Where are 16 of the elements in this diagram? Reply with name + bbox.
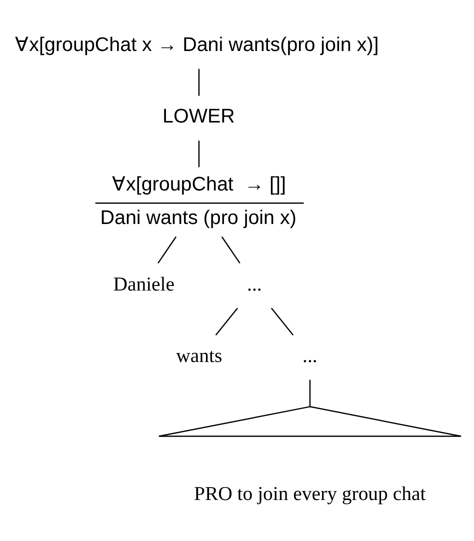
- connector: [270, 307, 294, 336]
- connector: [220, 236, 240, 264]
- node-label: PRO to join every group chat: [194, 482, 426, 505]
- node-text: ∀x[groupChat x → Dani wants(pro join x)]: [14, 34, 378, 56]
- node-text: Daniele: [112, 272, 174, 295]
- node-text: wants: [176, 344, 222, 367]
- connector: [214, 307, 238, 336]
- node-text: LOWER: [162, 105, 234, 128]
- connector: [308, 379, 310, 406]
- node-text: ∀x[groupChat → []] Dani wants (pro join x): [100, 173, 296, 228]
- connector: [198, 68, 200, 96]
- node-text: ...: [246, 272, 262, 295]
- node-text: ...: [302, 344, 317, 367]
- connector: [198, 140, 200, 167]
- node-triangle: [158, 406, 462, 436]
- connector: [157, 236, 176, 264]
